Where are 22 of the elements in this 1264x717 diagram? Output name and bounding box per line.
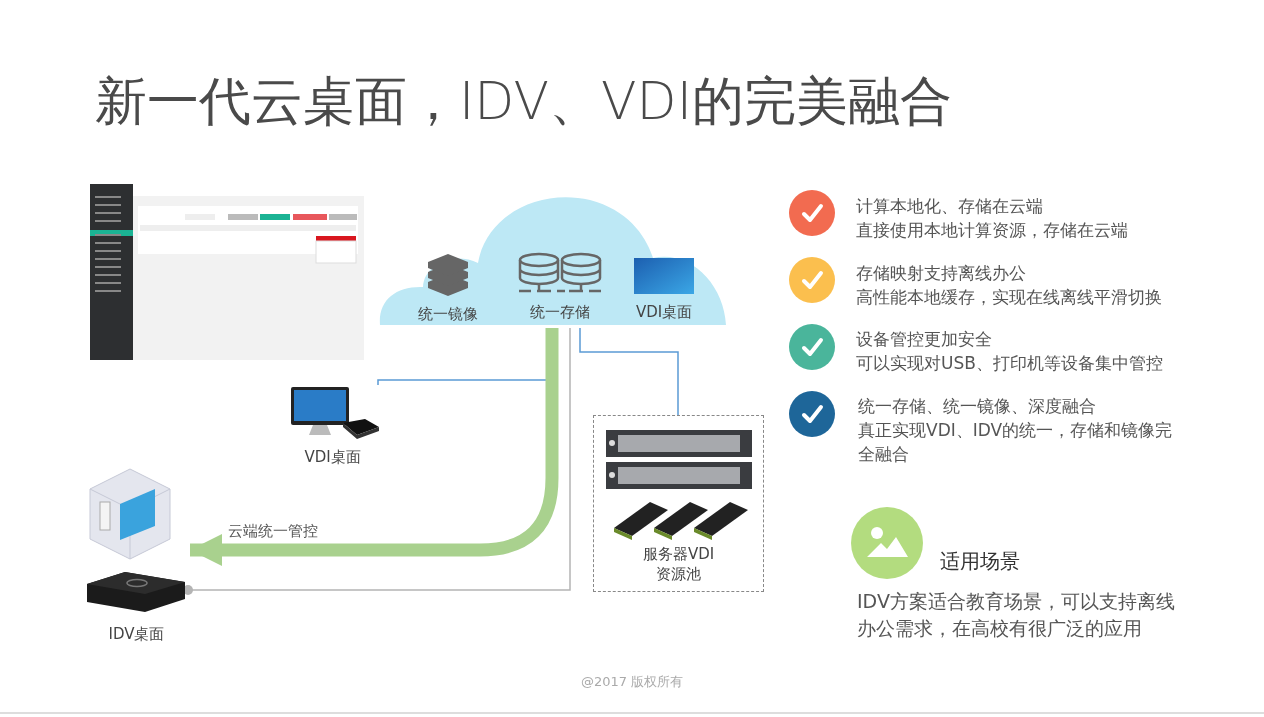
text-line: IDV方案适合教育场景，可以支持离线办公需求，在高校有很广泛的应用 <box>857 589 1176 641</box>
text-line: 直接使用本地计算资源，存储在云端 <box>856 219 1128 242</box>
thick-arrow <box>190 328 559 566</box>
text-line: 存储映射支持离线办公 <box>856 262 1026 285</box>
section-heading: 适用场景 <box>940 549 1020 573</box>
slide-title: 新一代云桌面，IDV、VDI的完美融合 <box>95 70 952 133</box>
node-label: IDV桌面 <box>107 624 166 644</box>
connector-line <box>579 327 679 416</box>
text-line: 计算本地化、存储在云端 <box>856 195 1043 218</box>
edge-label: 云端统一管控 <box>226 521 320 541</box>
node-label: VDI桌面 <box>303 447 362 467</box>
node-label: VDI桌面 <box>634 302 694 322</box>
copyright-note: @2017 版权所有 <box>579 673 685 691</box>
dashed-group-box <box>593 415 764 592</box>
node-label: 统一镜像 <box>417 304 479 324</box>
text-line: 统一存储、统一镜像、深度融合 <box>858 395 1096 418</box>
node-label: 统一存储 <box>529 302 591 322</box>
text-line: 设备管控更加安全 <box>856 328 992 351</box>
text-line: 可以实现对USB、打印机等设备集中管控 <box>856 352 1163 375</box>
node-label: 服务器VDI资源池 <box>641 544 716 584</box>
text-line: 真正实现VDI、IDV的统一，存储和镜像完全融合 <box>858 419 1174 466</box>
text-line: 高性能本地缓存，实现在线离线平滑切换 <box>856 286 1162 309</box>
